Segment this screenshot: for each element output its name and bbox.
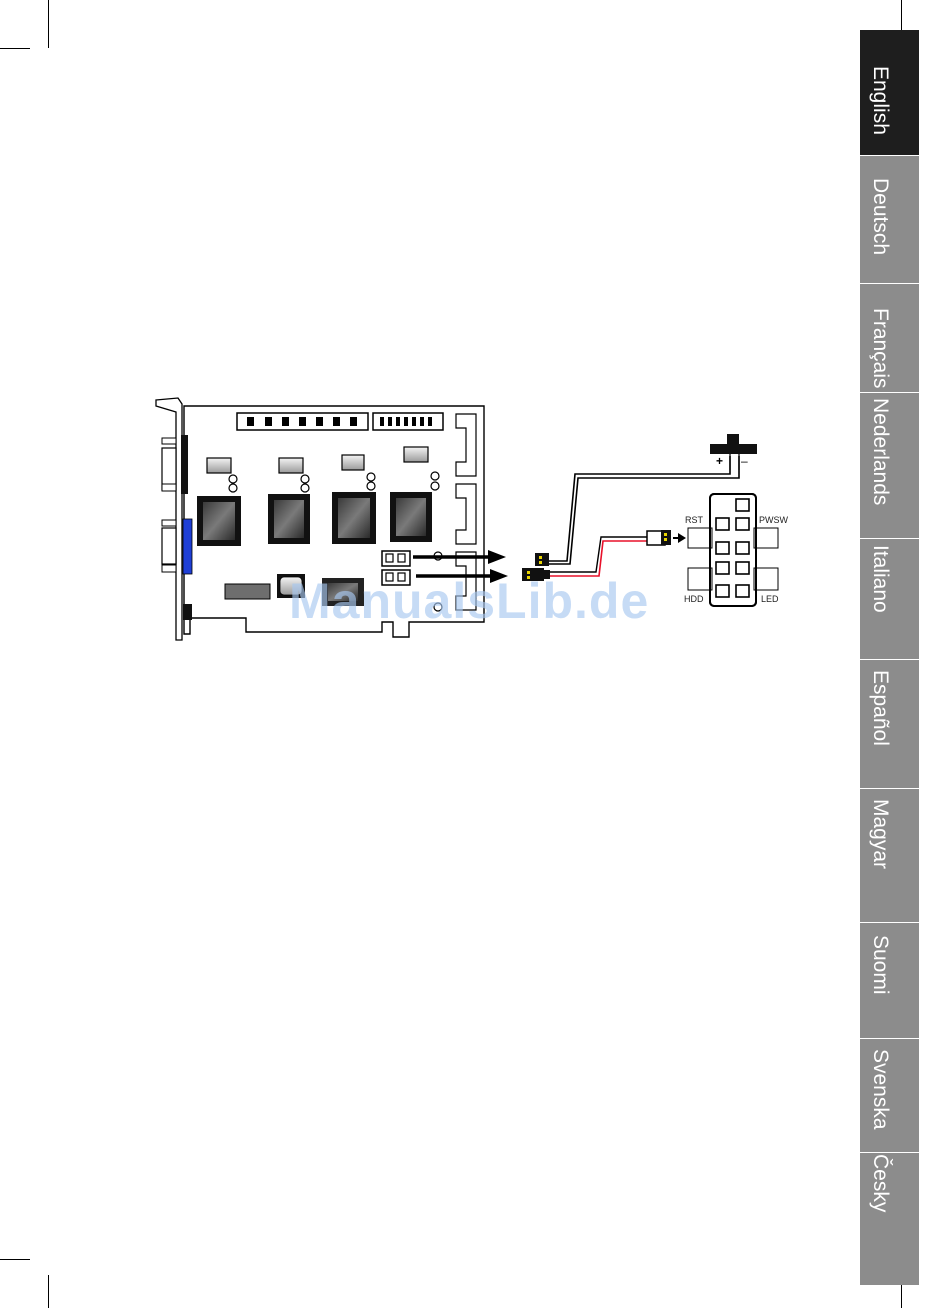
card-bracket <box>156 398 182 640</box>
chip-2 <box>268 494 310 544</box>
header-label-hdd: HDD <box>684 594 704 604</box>
header-label-rst: RST <box>685 515 703 525</box>
black-strip-bottom <box>183 604 192 620</box>
header-plug <box>647 530 686 545</box>
chip-3 <box>332 492 376 544</box>
pci-capture-card <box>156 398 484 640</box>
chip-1 <box>197 496 241 546</box>
blue-connector <box>183 519 192 574</box>
header-wires <box>550 537 648 576</box>
cable-plug-bottom <box>522 568 550 581</box>
header-label-led: LED <box>761 594 779 604</box>
cable-plug-top <box>535 553 549 566</box>
front-panel-header <box>688 494 778 606</box>
chip-4 <box>390 492 432 542</box>
header-label-pwsw: PWSW <box>759 515 788 525</box>
switch-minus-label: – <box>741 454 748 468</box>
switch-plus-label: + <box>716 454 723 468</box>
db-connector-bottom <box>162 528 176 564</box>
black-strip-top <box>181 435 188 494</box>
